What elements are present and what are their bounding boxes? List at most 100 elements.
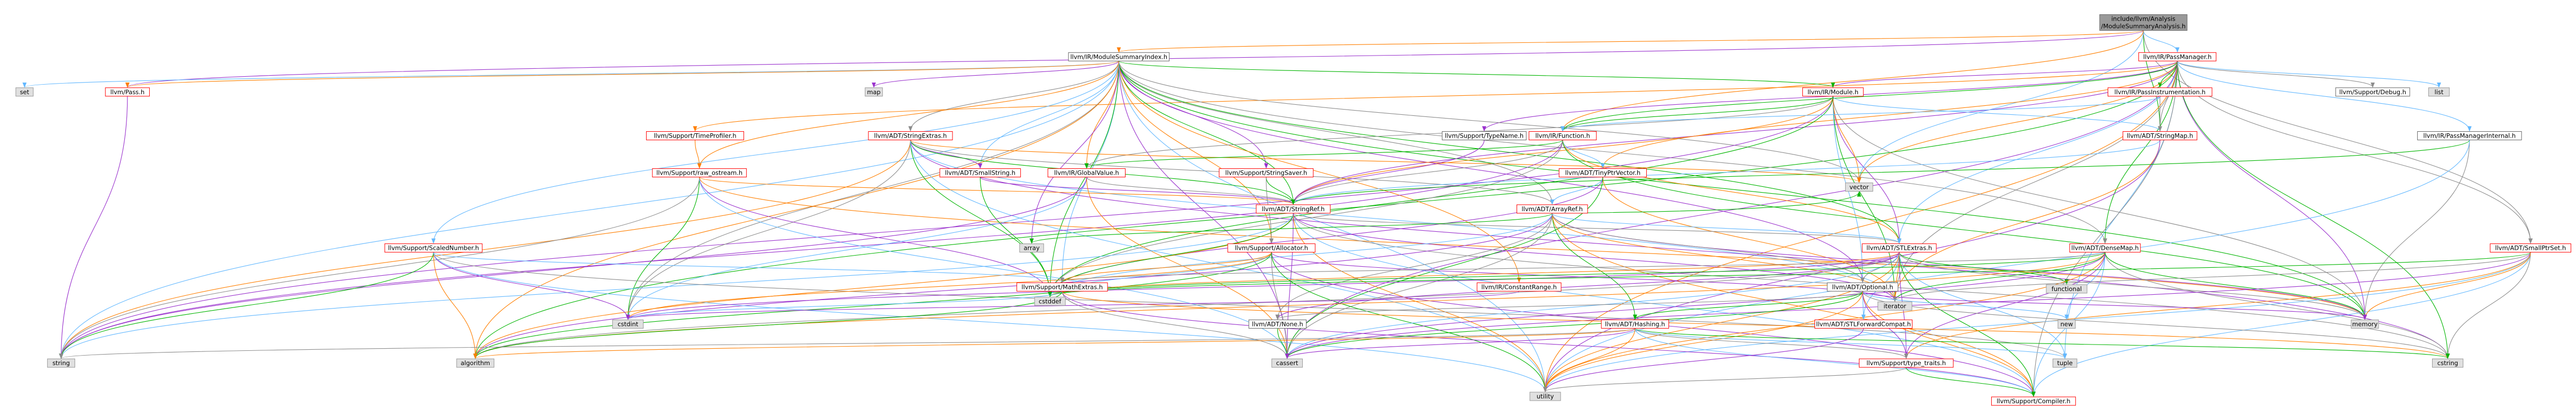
node-pmi[interactable]: llvm/IR/PassManagerInternal.h: [2417, 131, 2522, 140]
edge-hashing-to-compiler: [1635, 328, 2036, 397]
node-box: [1529, 392, 1561, 401]
node-box: [2069, 243, 2141, 253]
edge-rawostream-to-string: [59, 177, 700, 359]
node-root[interactable]: include/llvm/Analysis/ModuleSummaryAnaly…: [2099, 14, 2188, 31]
node-stringmap[interactable]: llvm/ADT/StringMap.h: [2123, 131, 2198, 140]
node-globalvalue[interactable]: llvm/IR/GlobalValue.h: [1047, 168, 1126, 178]
node-stringextras[interactable]: llvm/ADT/StringExtras.h: [868, 131, 953, 140]
edge-msi-to-string: [59, 61, 1119, 359]
node-stringref[interactable]: llvm/ADT/StringRef.h: [1256, 204, 1331, 214]
edge-stringsaver-to-stringref: [1266, 177, 1295, 205]
edge-passmanager-to-debug: [2177, 61, 2375, 88]
node-rawostream[interactable]: llvm/Support/raw_ostream.h: [652, 168, 747, 178]
node-label: functional: [2052, 285, 2082, 293]
node-smallstring[interactable]: llvm/ADT/SmallString.h: [939, 168, 1021, 178]
node-box: [2432, 358, 2464, 368]
node-box: [1827, 282, 1899, 292]
edge-module-to-string: [59, 96, 1834, 359]
node-module[interactable]: llvm/IR/Module.h: [1802, 87, 1864, 97]
node-label: llvm/Support/StringSaver.h: [1225, 169, 1307, 177]
edge-passmanager-to-pmi: [2177, 61, 2472, 132]
edge-rawostream-to-cstdint: [625, 177, 700, 320]
node-layer: include/llvm/Analysis/ModuleSummaryAnaly…: [15, 14, 2571, 406]
node-passmanager[interactable]: llvm/IR/PassManager.h: [2138, 52, 2217, 61]
node-debug[interactable]: llvm/Support/Debug.h: [2335, 87, 2410, 97]
edge-passinstr-to-function: [1561, 96, 2161, 132]
node-scalednumber[interactable]: llvm/Support/ScaledNumber.h: [384, 243, 483, 253]
edge-optional-to-new: [1862, 291, 2069, 320]
node-label: llvm/Support/TimeProfiler.h: [654, 132, 736, 139]
edge-stringextras-to-string: [59, 140, 911, 359]
node-timeprofiler[interactable]: llvm/Support/TimeProfiler.h: [646, 131, 745, 140]
edge-passmanager-to-memory: [2177, 61, 2367, 320]
node-label: llvm/IR/GlobalValue.h: [1054, 169, 1119, 177]
node-stlforward[interactable]: llvm/ADT/STLForwardCompat.h: [1814, 319, 1913, 329]
node-label: algorithm: [461, 359, 491, 367]
node-label: llvm/ADT/Hashing.h: [1605, 320, 1665, 328]
node-msi[interactable]: llvm/IR/ModuleSummaryIndex.h: [1068, 52, 1170, 61]
node-none[interactable]: llvm/ADT/None.h: [1248, 319, 1307, 329]
node-typename[interactable]: llvm/Support/TypeName.h: [1441, 131, 1527, 140]
node-box: [2335, 87, 2410, 97]
edge-passmanager-to-stringref: [1291, 61, 2178, 205]
node-box: [2123, 131, 2198, 140]
node-box: [2099, 14, 2188, 31]
edge-module-to-function: [1561, 96, 1834, 132]
edge-msi-to-rawostream: [697, 61, 1119, 169]
edge-msi-to-stlextras: [1118, 61, 1902, 244]
edge-msi-to-vector: [1118, 61, 1862, 183]
node-label: set: [20, 88, 30, 96]
edge-stlextras-to-none: [1275, 252, 1900, 320]
edge-msi-to-optional: [1118, 61, 1865, 283]
node-mathextras[interactable]: llvm/Support/MathExtras.h: [1016, 282, 1108, 292]
node-typetraits[interactable]: llvm/Support/type_traits.h: [1858, 358, 1954, 368]
node-label: map: [867, 88, 881, 96]
edge-optional-to-utility: [1543, 291, 1863, 393]
node-hashing[interactable]: llvm/ADT/Hashing.h: [1601, 319, 1670, 329]
node-constantrange[interactable]: llvm/IR/ConstantRange.h: [1476, 282, 1562, 292]
edge-arrayref-to-compiler: [1552, 213, 2036, 397]
node-compiler[interactable]: llvm/Support/Compiler.h: [1991, 396, 2076, 406]
edge-passmanager-to-iterator: [1892, 61, 2178, 302]
node-box: [15, 87, 34, 97]
node-label: llvm/Pass.h: [110, 88, 144, 96]
edge-stlextras-to-utility: [1543, 252, 1900, 393]
edge-allocator-to-cassert: [1271, 252, 1290, 359]
edge-arrayref-to-optional: [1552, 213, 1865, 283]
node-box: [1068, 52, 1170, 61]
node-box: [2046, 284, 2088, 294]
node-box: [1219, 168, 1314, 178]
node-allocator[interactable]: llvm/Support/Allocator.h: [1227, 243, 1316, 253]
edge-module-to-cstddef: [1048, 96, 1834, 297]
edge-smallptrset-to-compiler: [2031, 252, 2531, 397]
edge-pmi-to-stringref: [1291, 140, 2470, 205]
node-stlextras[interactable]: llvm/ADT/STLExtras.h: [1862, 243, 1937, 253]
node-box: [939, 168, 1021, 178]
edge-rawostream-to-cstddef: [699, 177, 1053, 297]
edge-smallptrset-to-utility: [1543, 252, 2531, 393]
edge-globalvalue-to-cstdint: [625, 177, 1087, 320]
node-stringsaver[interactable]: llvm/Support/StringSaver.h: [1219, 168, 1314, 178]
edge-globalvalue-to-stringref: [1086, 177, 1295, 205]
node-box: [612, 319, 644, 329]
node-label: cstddef: [1039, 297, 1062, 305]
node-smallptrset[interactable]: llvm/ADT/SmallPtrSet.h: [2490, 243, 2571, 253]
node-label: llvm/Support/Compiler.h: [1997, 397, 2070, 405]
edge-arrayref-to-cstddef: [1048, 213, 1553, 297]
edge-stlextras-to-tuple: [1899, 252, 2067, 359]
node-arrayref[interactable]: llvm/ADT/ArrayRef.h: [1516, 204, 1588, 214]
node-vector: vector: [1845, 183, 1873, 192]
node-label: llvm/Support/ScaledNumber.h: [388, 244, 479, 252]
node-passinstr[interactable]: llvm/IR/PassInstrumentation.h: [2107, 87, 2212, 97]
node-label: llvm/Support/type_traits.h: [1866, 359, 1946, 367]
node-tinyptr[interactable]: llvm/ADT/TinyPtrVector.h: [1558, 168, 1647, 178]
edge-optional-to-compiler: [1862, 291, 2036, 397]
node-optional[interactable]: llvm/ADT/Optional.h: [1827, 282, 1899, 292]
edge-smallptrset-to-typetraits: [1904, 252, 2531, 359]
node-densemap[interactable]: llvm/ADT/DenseMap.h: [2069, 243, 2141, 253]
edge-hashing-to-cstring: [1635, 328, 2450, 359]
node-label: llvm/ADT/SmallString.h: [945, 169, 1015, 177]
node-box: [1802, 87, 1864, 97]
node-function[interactable]: llvm/IR/Function.h: [1528, 131, 1597, 140]
node-pass[interactable]: llvm/Pass.h: [105, 87, 150, 97]
